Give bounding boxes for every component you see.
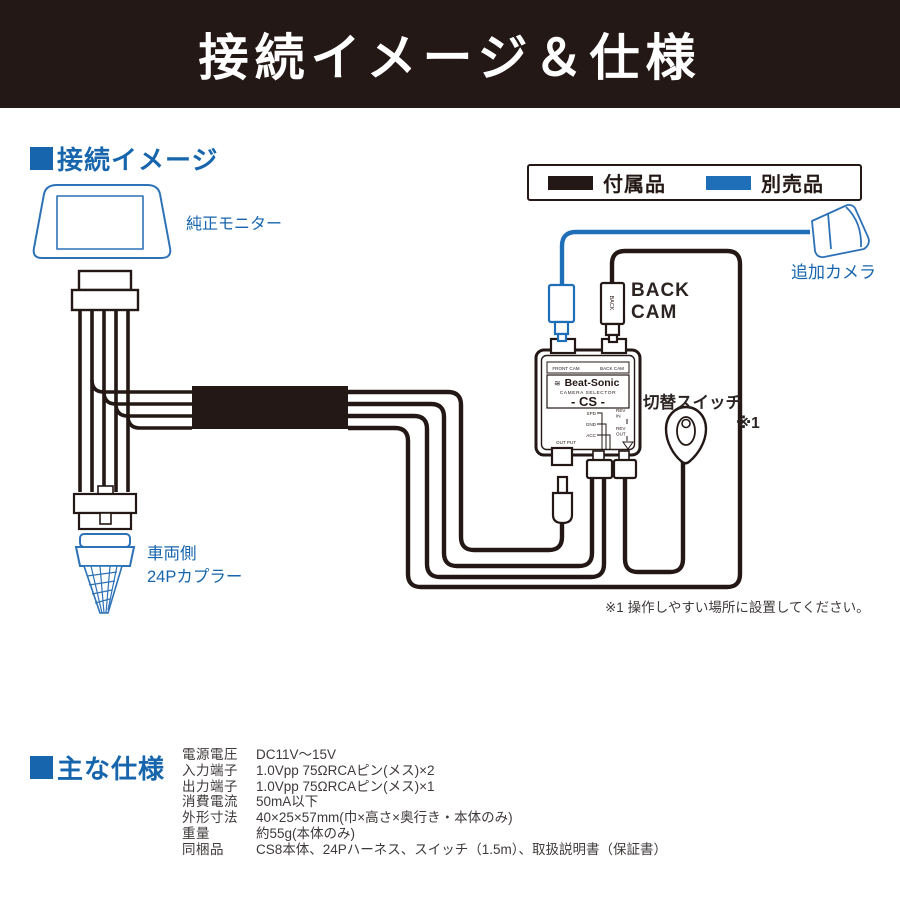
device-brand-mark-icon: ≋ — [554, 379, 561, 388]
device-brand: Beat-Sonic — [565, 377, 620, 389]
spec-row: 重量 約55g(本体のみ) — [182, 826, 667, 842]
coupler-label-line1: 車両側 — [147, 545, 197, 563]
device-pin-acc: ACC — [586, 433, 596, 438]
back-cam-label: BACK CAM — [631, 280, 690, 323]
coupler-label-line2: 24Pカプラー — [147, 568, 243, 586]
legend-included-swatch — [548, 175, 593, 190]
spec-value: 1.0Vpp 75ΩRCAピン(メス)×2 — [256, 762, 435, 778]
camera-icon — [811, 203, 870, 259]
spec-value: 40×25×57mm(巾×高さ×奥行き・本体のみ) — [256, 810, 513, 826]
spec-value: 約55g(本体のみ) — [256, 825, 356, 841]
switch-label: 切替スイッチ — [643, 394, 742, 412]
device-pin-rev-out-1: REV — [616, 426, 626, 431]
device-front-cam-label: FRONT CAM — [552, 366, 579, 371]
device-pin-spd: SPD — [587, 411, 597, 416]
title-banner: 接続イメージ＆仕様 — [0, 0, 900, 108]
device-pin-rev-out-2: OUT — [616, 432, 626, 437]
legend-separate-label: 別売品 — [761, 174, 824, 196]
section-heading-specs-label: 主な仕様 — [57, 754, 166, 784]
cable-switch — [622, 462, 686, 575]
vehicle-coupler-icon — [74, 533, 136, 614]
switch-ref-label: ※1 — [736, 415, 760, 432]
camera-cable — [559, 229, 810, 286]
cable-to-power-connector-2 — [348, 413, 607, 580]
spec-label: 同梱品 — [182, 841, 224, 857]
harness-wire-bundle — [78, 309, 192, 492]
back-plug-text: BACK — [608, 296, 614, 311]
spec-row: 消費電流 50mA以下 — [182, 794, 667, 810]
back-cam-label-line1: BACK — [631, 280, 690, 301]
page-title: 接続イメージ＆仕様 — [198, 30, 702, 86]
device-model: - CS - — [571, 394, 605, 409]
spec-value: CS8本体、24Pハーネス、スイッチ（1.5m）、取扱説明書（保証書） — [256, 841, 668, 857]
heading-square-icon — [30, 147, 53, 170]
device-pin-gnd: GND — [586, 422, 597, 427]
back-cam-label-line2: CAM — [631, 301, 678, 323]
section-heading-connection: 接続イメージ — [30, 140, 218, 177]
harness-tube — [192, 386, 348, 429]
spec-row: 電源電圧 DC11V～15V — [182, 747, 667, 763]
spec-label: 電源電圧 — [182, 747, 238, 762]
spec-row: 同梱品 CS8本体、24Pハーネス、スイッチ（1.5m）、取扱説明書（保証書） — [182, 842, 667, 858]
monitor-illustration — [32, 184, 172, 259]
camera-selector-device: FRONT CAM BACK CAM ≋ Beat-Sonic CAMERA S… — [534, 348, 642, 457]
legend-included-label: 付属品 — [603, 174, 666, 196]
cable-back-cam-loop — [348, 248, 743, 590]
cable-to-power-connector-1 — [348, 401, 595, 569]
harness-cables — [348, 248, 743, 590]
spec-label: 消費電流 — [182, 794, 238, 810]
cable-to-output-rca — [348, 389, 565, 553]
device-product-name: CAMERA SELECTOR — [560, 390, 616, 396]
device-back-cam-label: BACK CAM — [600, 366, 624, 371]
heading-square-icon — [30, 756, 53, 779]
device-bottom-jacks — [550, 446, 638, 480]
spec-label: 出力端子 — [182, 778, 238, 794]
device-pin-rev-in-2: IN — [616, 414, 621, 419]
switch-icon — [664, 405, 708, 465]
monitor-connector — [70, 269, 140, 312]
device-output-label: OUT PUT — [556, 440, 576, 445]
legend-box: 付属品 別売品 — [527, 164, 862, 201]
spec-row: 出力端子 1.0Vpp 75ΩRCAピン(メス)×1 — [182, 779, 667, 795]
device-pin-rev-in-1: REV — [616, 408, 626, 413]
spec-value: DC11V～15V — [256, 747, 337, 762]
vehicle-24p-connector — [72, 485, 138, 531]
spec-label: 重量 — [182, 825, 210, 841]
back-cam-rca-plug — [599, 281, 626, 344]
section-heading-specs: 主な仕様 — [30, 749, 165, 786]
coupler-label: 車両側 24Pカプラー — [147, 543, 242, 589]
spec-value: 1.0Vpp 75ΩRCAピン(メス)×1 — [256, 778, 435, 794]
spec-label: 外形寸法 — [182, 810, 238, 826]
legend-separate-swatch — [706, 175, 751, 190]
spec-value: 50mA以下 — [256, 794, 319, 810]
spec-label: 入力端子 — [182, 762, 238, 778]
section-heading-connection-label: 接続イメージ — [57, 145, 219, 175]
camera-label: 追加カメラ — [791, 263, 876, 282]
front-cam-rca-plug — [547, 283, 576, 343]
output-rca-plug — [551, 475, 574, 525]
spec-row: 外形寸法 40×25×57mm(巾×高さ×奥行き・本体のみ) — [182, 810, 667, 826]
footnote: ※1 操作しやすい場所に設置してください。 — [605, 600, 870, 615]
monitor-label: 純正モニター — [186, 216, 283, 233]
spec-row: 入力端子 1.0Vpp 75ΩRCAピン(メス)×2 — [182, 763, 667, 779]
warning-triangle-icon — [622, 441, 634, 450]
